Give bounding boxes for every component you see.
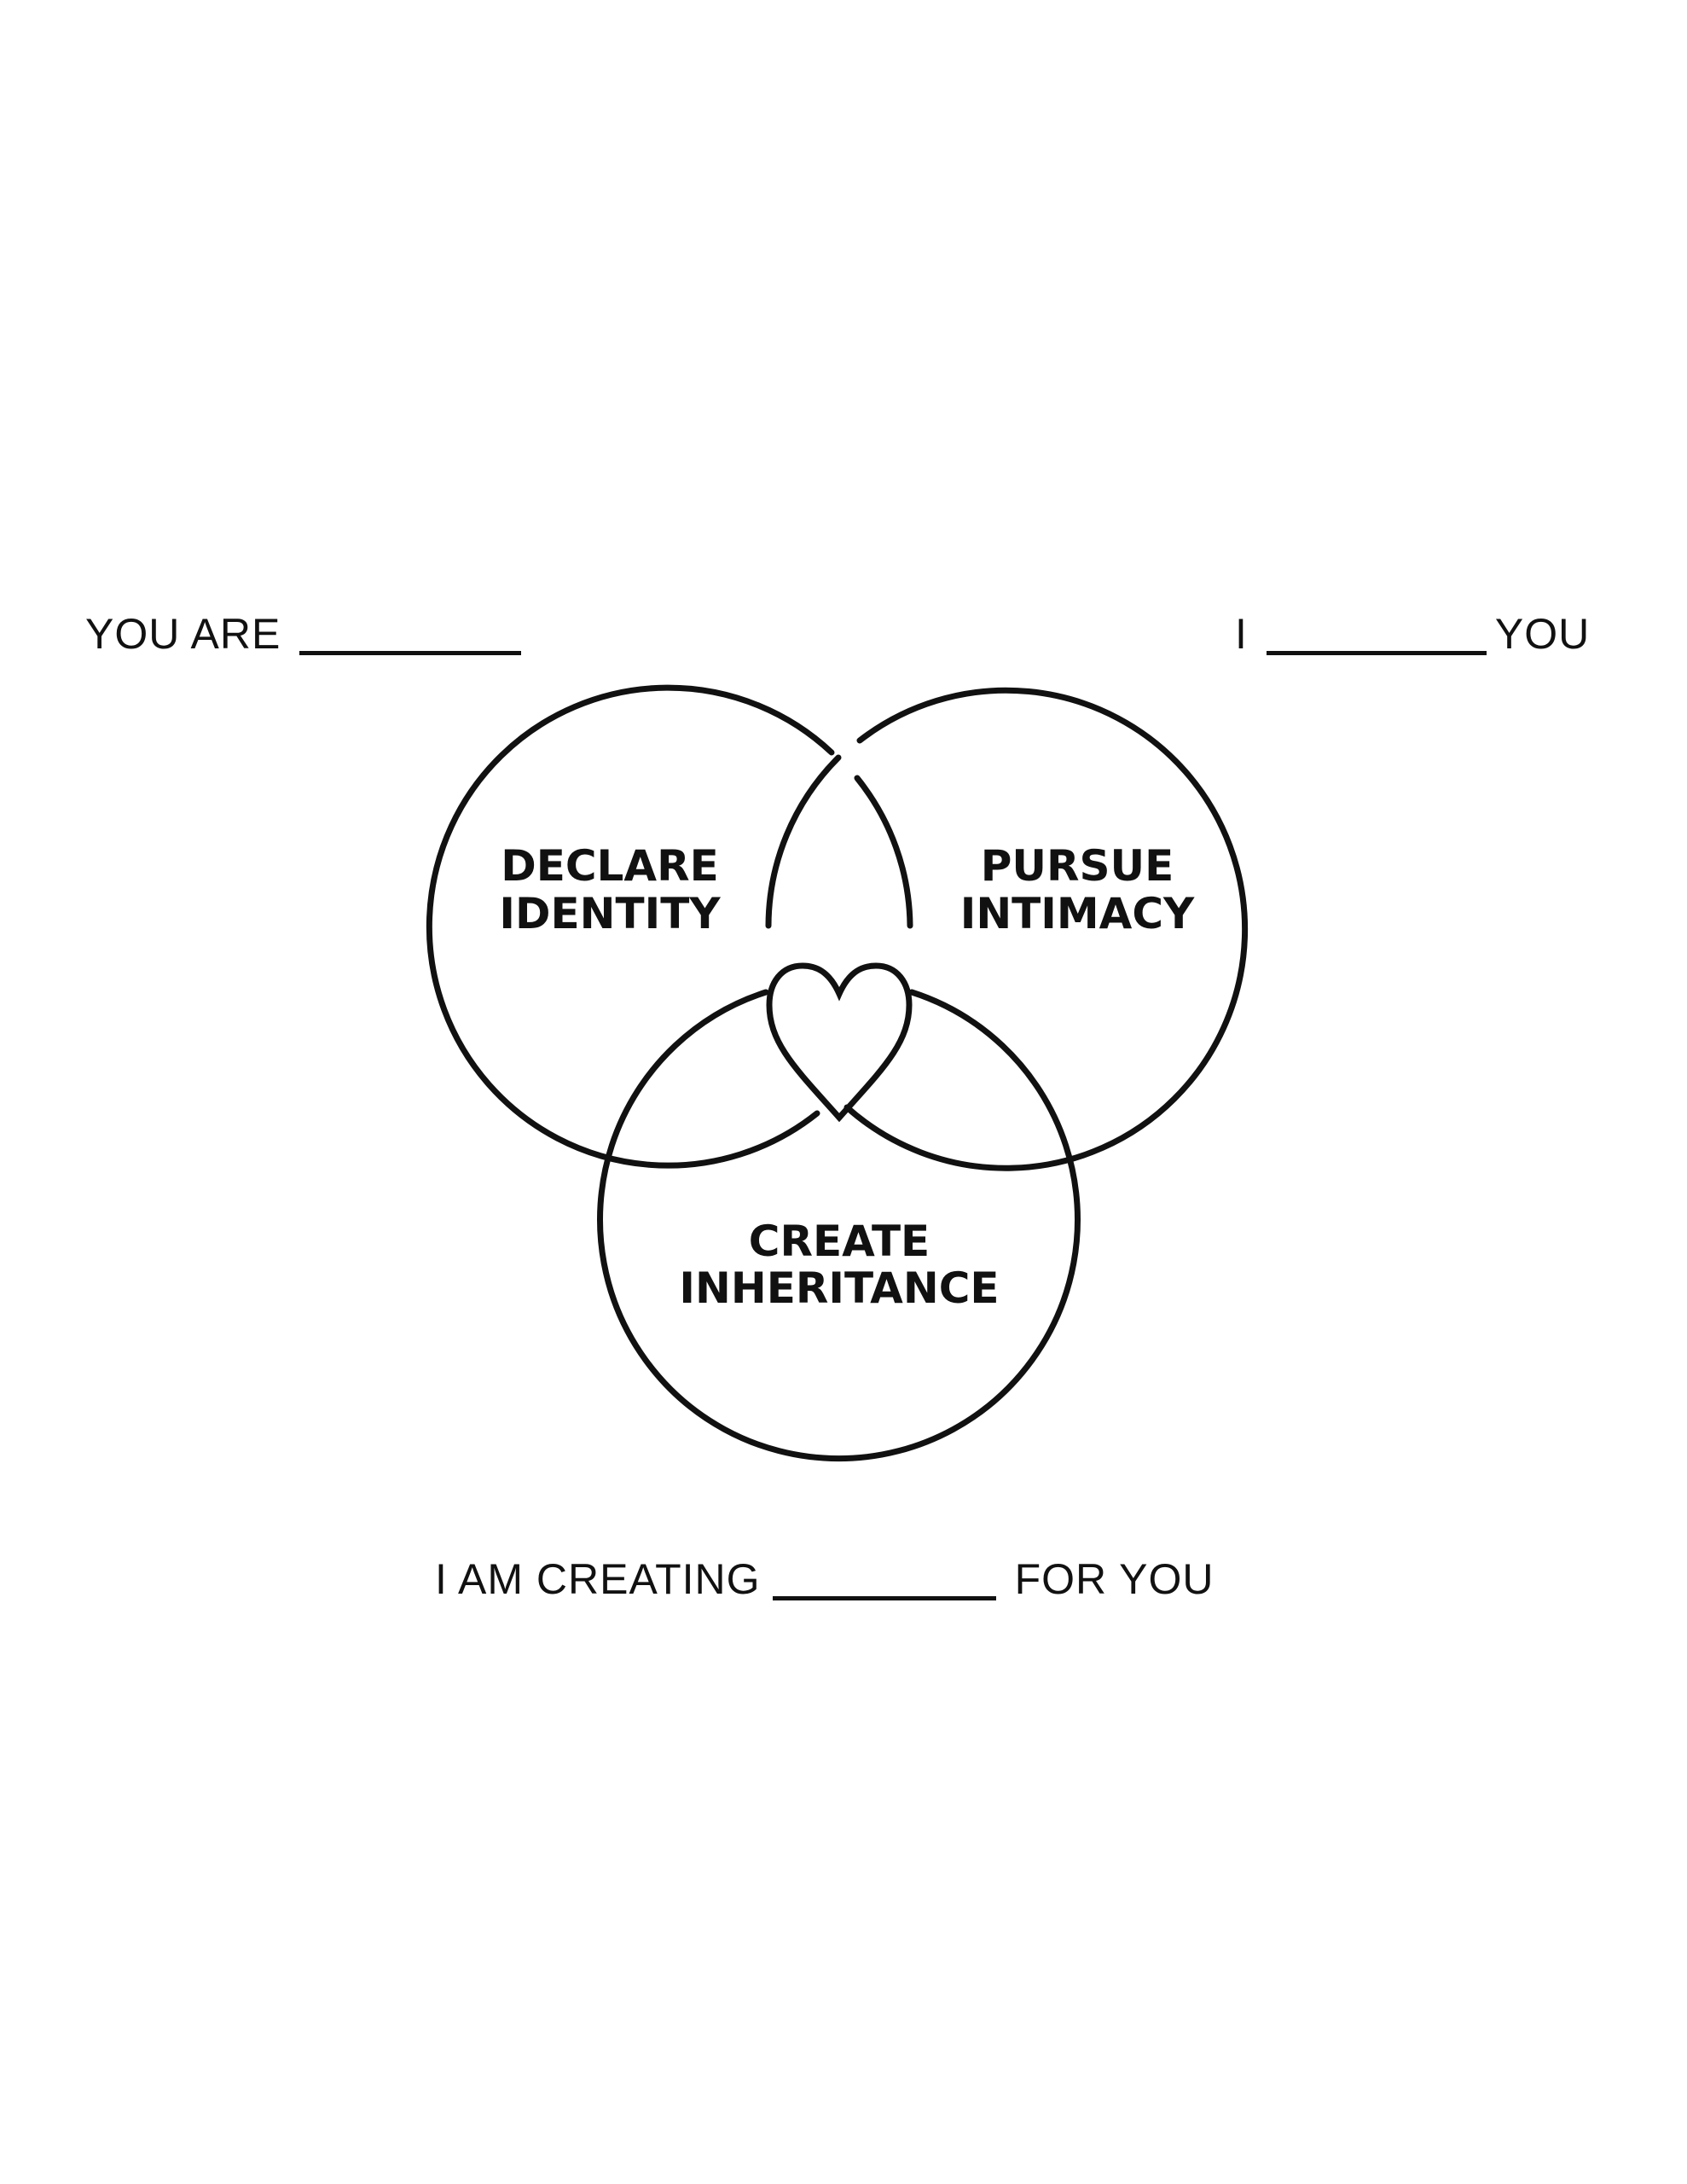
you-are-blank[interactable] <box>299 608 522 655</box>
label-pursue-line1: PURSUE <box>981 841 1174 891</box>
creating-blank[interactable] <box>772 1554 996 1600</box>
heart-icon <box>766 962 913 1123</box>
prompt-i-you: I YOU <box>1235 601 1590 655</box>
prompt-you-text: YOU <box>1494 610 1591 658</box>
prompt-creating: I AM CREATING FOR YOU <box>435 1547 1214 1600</box>
prompt-you-are-text: YOU ARE <box>85 610 281 658</box>
label-declare-line2: IDENTITY <box>499 889 721 938</box>
prompt-for-you-text: FOR YOU <box>1014 1555 1215 1603</box>
label-create-line1: CREATE <box>749 1217 930 1266</box>
label-pursue-line2: INTIMACY <box>960 889 1195 938</box>
label-create-line2: INHERITANCE <box>679 1263 999 1313</box>
circle-pursue <box>765 687 1249 1171</box>
prompt-you-are: YOU ARE <box>85 601 528 655</box>
circle-create <box>597 989 1081 1462</box>
i-you-blank[interactable] <box>1266 608 1487 655</box>
circle-declare <box>426 684 913 1169</box>
prompt-creating-text: I AM CREATING <box>435 1555 761 1603</box>
label-declare-line1: DECLARE <box>501 841 719 891</box>
prompt-i-text: I <box>1235 610 1248 658</box>
